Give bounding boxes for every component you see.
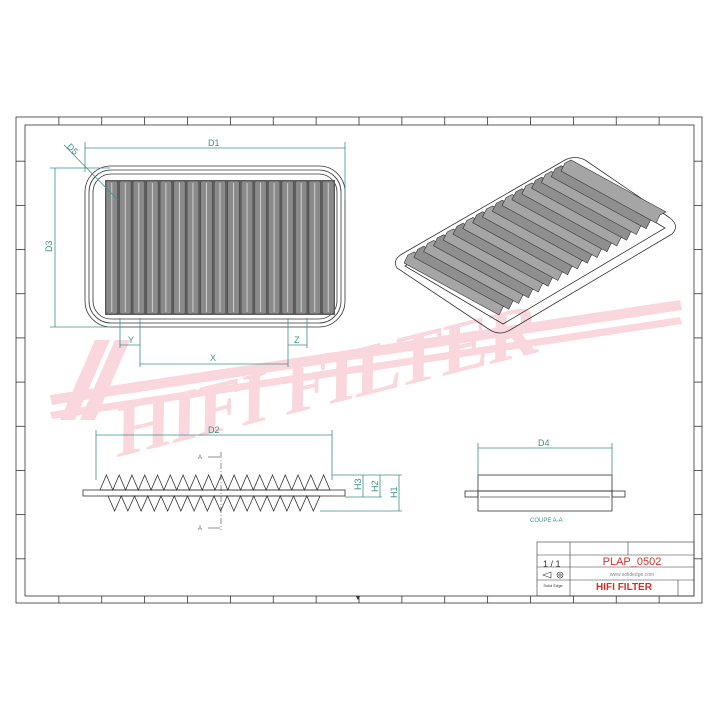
pleat (540, 171, 648, 235)
pleat (521, 182, 628, 247)
part-number: PLAP_0502 (603, 556, 662, 568)
dim-z: Z (294, 335, 300, 345)
isometric-view (394, 157, 676, 334)
pleat (560, 159, 667, 224)
scale-value: 1 / 1 (543, 559, 561, 569)
front-view: D1 D3 D5 Y X Z (44, 138, 346, 367)
section-caption: COUPE A-A (530, 518, 563, 524)
pleat (501, 194, 608, 258)
dim-h2: H2 (370, 480, 380, 492)
projection-symbol-icon (542, 571, 564, 579)
dim-d2: D2 (208, 425, 220, 435)
dim-y: Y (128, 335, 134, 345)
pleat (531, 176, 638, 241)
pleat (413, 245, 520, 310)
zone-ticks (16, 117, 702, 603)
side-view: D2 A A H3 H2 H1 (82, 425, 402, 532)
pleat (442, 228, 549, 293)
pleat (423, 240, 530, 304)
pleat (403, 251, 510, 316)
website: www.solidedge.com (610, 572, 654, 578)
pleat (550, 165, 657, 230)
pleat (511, 188, 618, 253)
pleat (433, 234, 540, 299)
dim-d4: D4 (538, 438, 550, 448)
section-view: D4 COUPE A-A (464, 438, 626, 524)
pleat (491, 199, 598, 264)
section-marker-top: A (198, 455, 202, 461)
dim-h3: H3 (353, 478, 363, 490)
pleat (452, 222, 559, 287)
dim-d1: D1 (208, 138, 220, 148)
pleat (482, 205, 589, 270)
title-block: 1 / 1 PLAP_0502 www.solidedge.com HIFI F… (536, 541, 695, 597)
dim-h1: H1 (389, 486, 399, 498)
software-name: Solid Edge (543, 583, 563, 588)
dim-x: X (210, 353, 216, 363)
dim-d5: D5 (65, 142, 80, 157)
pleat (472, 211, 579, 276)
brand-name: HIFI FILTER (596, 582, 653, 593)
dim-d3: D3 (44, 240, 54, 252)
section-marker-bottom: A (198, 526, 202, 532)
pleat (462, 217, 569, 281)
center-mark-icon: ▼ (355, 595, 362, 602)
drawing-frame (24, 124, 695, 597)
